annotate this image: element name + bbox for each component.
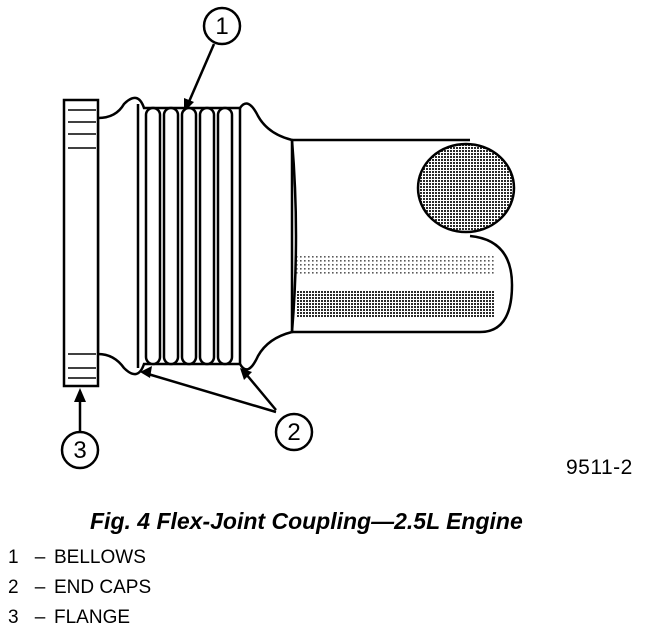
legend-dash: – [34, 607, 46, 628]
legend: 1–BELLOWS 2–END CAPS 3–FLANGE [8, 544, 151, 634]
callout-2-arrowhead-b [240, 368, 252, 380]
bellows [96, 96, 298, 376]
callout-2-number: 2 [287, 419, 300, 446]
callout-1-leader [186, 43, 216, 105]
pipe-end-opening [416, 142, 516, 234]
legend-number: 2 [8, 577, 19, 598]
legend-label: BELLOWS [54, 547, 146, 568]
legend-number: 1 [8, 547, 19, 568]
flange [62, 98, 100, 388]
callout-3-arrowhead [74, 388, 86, 402]
callout-2-leader-a [147, 372, 277, 414]
flex-joint-diagram: 1 2 3 [60, 6, 516, 470]
legend-number: 3 [8, 607, 19, 628]
legend-dash: – [34, 577, 46, 598]
callout-2-leader-b [245, 373, 277, 411]
callout-1-number: 1 [215, 13, 228, 40]
legend-label: FLANGE [54, 607, 131, 628]
callout-3-number: 3 [73, 437, 86, 464]
legend-item: 3–FLANGE [8, 604, 151, 634]
legend-item: 1–BELLOWS [8, 544, 151, 574]
callout-2-arrowhead-a [140, 366, 152, 378]
legend-label: END CAPS [54, 577, 152, 598]
callout-2: 2 [140, 366, 314, 452]
figure-id: 9511-2 [566, 456, 633, 479]
legend-dash: – [34, 547, 46, 568]
callout-1: 1 [184, 6, 242, 112]
callout-1-arrowhead [184, 98, 194, 112]
callout-3: 3 [60, 388, 100, 470]
figure-caption: Fig. 4 Flex-Joint Coupling—2.5L Engine [90, 508, 523, 534]
legend-item: 2–END CAPS [8, 574, 151, 604]
